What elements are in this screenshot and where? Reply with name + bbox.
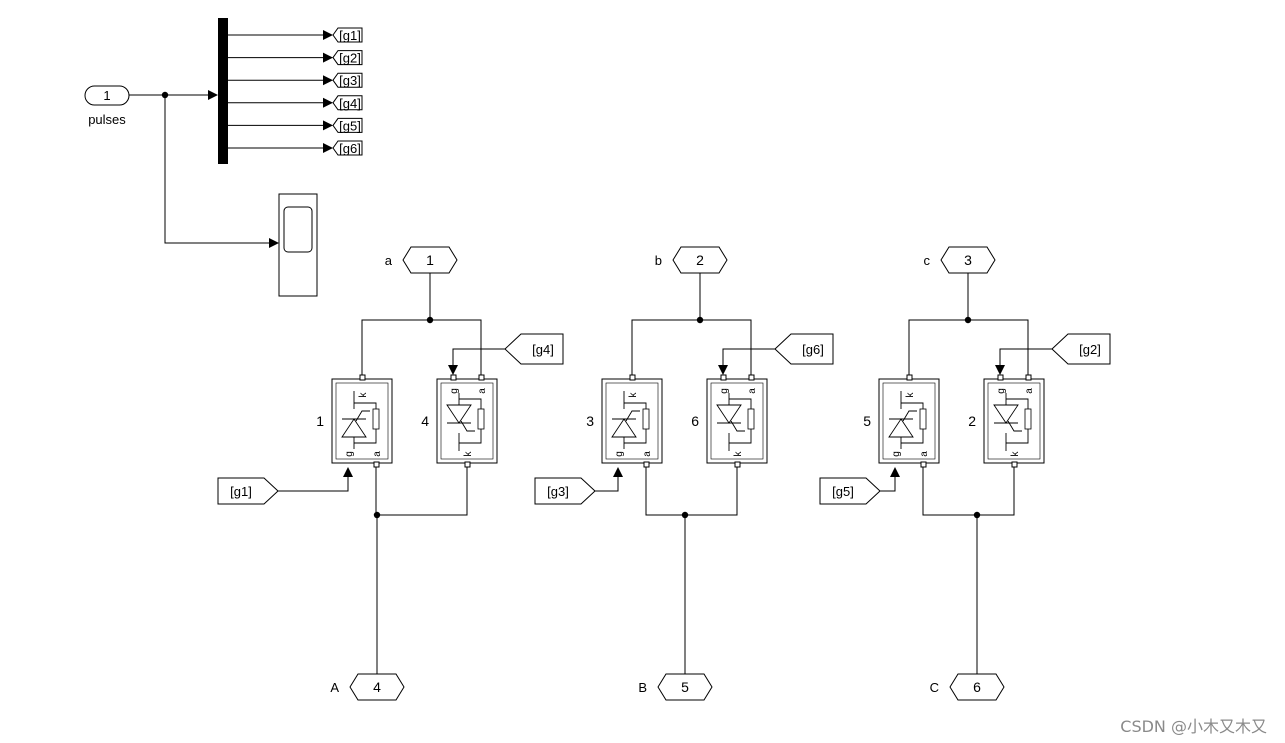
thyristor-block[interactable]: g a k 6 (691, 374, 768, 468)
goto-tag-label: [g1] (339, 28, 361, 43)
cathode-letter: k (628, 392, 639, 398)
anode-letter: a (642, 451, 653, 457)
gate-letter: g (891, 451, 902, 457)
scope-block[interactable] (278, 193, 318, 297)
from-tag-label: [g5] (832, 484, 854, 499)
thyristor-number: 2 (968, 413, 976, 429)
goto-tag-label: [g3] (339, 73, 361, 88)
thyristor-number: 1 (316, 413, 324, 429)
thyristor-number: 6 (691, 413, 699, 429)
gate-letter: g (344, 451, 355, 457)
goto-tag[interactable]: [g2] (228, 50, 363, 66)
phase-output-port-number: 6 (973, 679, 981, 695)
from-tag[interactable]: [g6] (774, 333, 834, 365)
phase-input-port-label: c (924, 253, 931, 268)
gate-letter: g (449, 388, 460, 394)
phase-output-port-label: C (930, 680, 939, 695)
anode-letter: a (477, 388, 488, 394)
pulses-inport-label: pulses (88, 112, 126, 127)
from-tag-label: [g3] (547, 484, 569, 499)
thyristor-number: 3 (586, 413, 594, 429)
thyristor-block[interactable]: g a k 2 (968, 374, 1045, 468)
watermark: CSDN @小木又木又 (1120, 717, 1267, 736)
from-tag-label: [g1] (230, 484, 252, 499)
cathode-letter: k (1010, 451, 1021, 457)
thyristor-block[interactable]: g a k 4 (421, 374, 498, 468)
from-tag-label: [g4] (532, 342, 554, 357)
demux-block[interactable] (218, 18, 228, 164)
goto-tag[interactable]: [g4] (228, 95, 363, 111)
from-tag[interactable]: [g2] (1051, 333, 1111, 365)
phase-output-port[interactable]: 6C (930, 673, 1005, 701)
from-tag[interactable]: [g5] (819, 477, 881, 505)
goto-tag-label: [g5] (339, 118, 361, 133)
goto-tag[interactable]: [g3] (228, 72, 363, 88)
from-tag[interactable]: [g3] (534, 477, 596, 505)
phase-output-port-number: 5 (681, 679, 689, 695)
goto-tag[interactable]: [g1] (228, 27, 363, 43)
anode-letter: a (1024, 388, 1035, 394)
cathode-letter: k (463, 451, 474, 457)
pulses-inport-number: 1 (103, 88, 110, 103)
phase-input-port[interactable]: 3c (924, 246, 996, 274)
phase-output-port-label: B (638, 680, 647, 695)
phase-input-port-number: 3 (964, 252, 972, 268)
phase-output-port[interactable]: 5B (638, 673, 713, 701)
gate-letter: g (614, 451, 625, 457)
phase-input-port-number: 2 (696, 252, 704, 268)
phase-output-port-label: A (330, 680, 339, 695)
phase-input-port-number: 1 (426, 252, 434, 268)
phase-output-port-number: 4 (373, 679, 381, 695)
goto-tag-label: [g2] (339, 51, 361, 66)
anode-letter: a (919, 451, 930, 457)
demux-output-tags: [g1] [g2] [g3] [g4] [g5] [g6] (228, 27, 363, 156)
thyristor-block[interactable]: k g a 1 (316, 374, 393, 468)
goto-tag-label: [g6] (339, 141, 361, 156)
from-tag-label: [g2] (1079, 342, 1101, 357)
thyristor-block[interactable]: k g a 3 (586, 374, 663, 468)
phase-input-port[interactable]: 1a (385, 246, 458, 274)
thyristor-number: 5 (863, 413, 871, 429)
pulses-section: 1 pulses [g1] [g2] [g3] [g4] [g5] [g6] (84, 18, 363, 297)
goto-tag[interactable]: [g5] (228, 117, 363, 133)
cathode-letter: k (358, 392, 369, 398)
gate-letter: g (996, 388, 1007, 394)
gate-letter: g (719, 388, 730, 394)
phase-input-port-label: a (385, 253, 393, 268)
cathode-letter: k (733, 451, 744, 457)
cathode-letter: k (905, 392, 916, 398)
phase-input-port[interactable]: 2b (655, 246, 728, 274)
thyristor-number: 4 (421, 413, 429, 429)
from-tag[interactable]: [g4] (504, 333, 564, 365)
goto-tag[interactable]: [g6] (228, 140, 363, 156)
phase-input-port-label: b (655, 253, 662, 268)
from-tag[interactable]: [g1] (217, 477, 279, 505)
anode-letter: a (372, 451, 383, 457)
goto-tag-label: [g4] (339, 96, 361, 111)
from-tag-label: [g6] (802, 342, 824, 357)
anode-letter: a (747, 388, 758, 394)
phase-output-port[interactable]: 4A (330, 673, 405, 701)
thyristor-block[interactable]: k g a 5 (863, 374, 940, 468)
